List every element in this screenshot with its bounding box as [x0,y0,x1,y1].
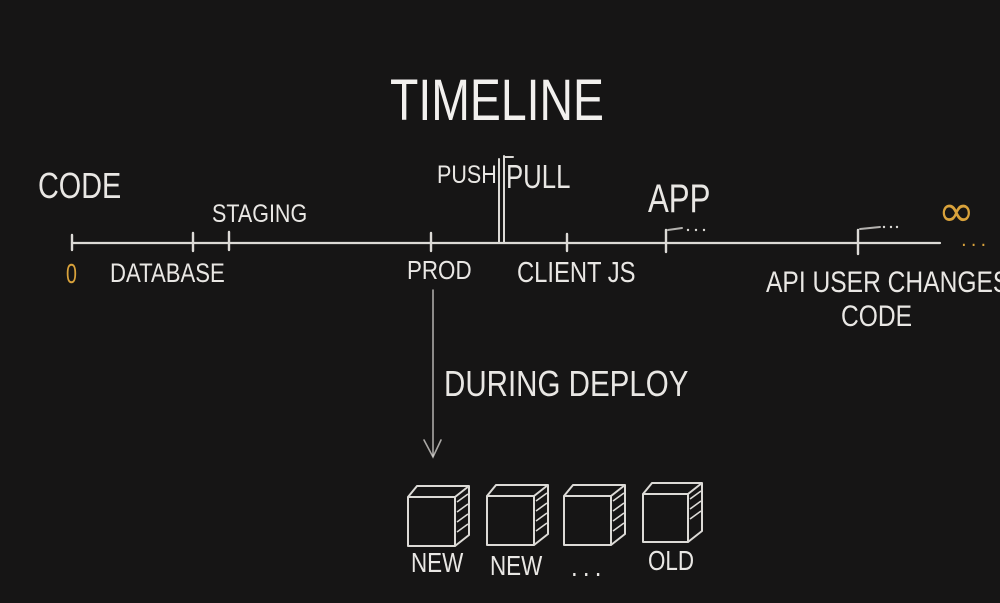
infinity-icon: ∞ [938,186,975,237]
event-label-api-user-changes: API USER CHANGES [766,266,1000,299]
server-box-4 [642,482,703,543]
server-box-3 [563,484,626,546]
server-label-4: OLD [648,545,695,576]
event-label-api-code: CODE [841,300,913,333]
deploy-arrow-head [423,439,442,459]
event-label-pull: PULL [506,158,571,195]
event-label-client-js: CLIENT JS [517,257,636,289]
event-label-app: APP [648,177,711,221]
page-title: TIMELINE [390,68,604,133]
push-pull-marker [498,155,514,244]
app-trail [667,227,683,231]
server-label-1: NEW [411,547,464,578]
timeline-start-marker: 0 [66,258,77,289]
server-label-3: ... [571,551,607,582]
timeline-end-trail: ... [961,230,991,251]
event-label-prod: PROD [407,255,472,285]
timeline-start-label: CODE [38,165,122,206]
server-label-2: NEW [490,550,543,581]
api-trail [859,226,881,230]
event-label-push: PUSH [437,161,497,189]
event-label-database: DATABASE [110,258,225,288]
event-label-staging: STAGING [212,200,308,228]
server-box-2 [486,484,549,546]
deploy-label: DURING DEPLOY [444,363,689,404]
server-box-1 [407,485,470,547]
